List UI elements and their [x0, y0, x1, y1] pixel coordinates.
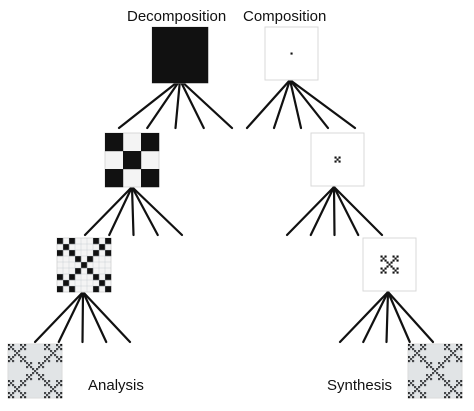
composition-fan-1-line-3: [288, 78, 303, 130]
synthesis-fan-line-3: [385, 290, 390, 344]
decomposition-fan-1-line-4: [178, 78, 205, 130]
composition-level-1-image: [310, 132, 365, 187]
composition-fan-2-line-4: [332, 185, 360, 237]
synthesis-label: Synthesis: [327, 377, 393, 394]
decomposition-fan-1-line-5: [178, 78, 234, 130]
synthesis-fan-line-2: [362, 290, 390, 344]
decomposition-fan-1-line-1: [117, 78, 182, 130]
composition-fan-2-line-5: [332, 185, 384, 237]
decomposition-fan-2-line-3: [130, 185, 135, 237]
decomposition-fan-2-line-1: [83, 185, 134, 237]
composition-title: Composition: [243, 8, 327, 25]
analysis-fan-line-2: [57, 290, 85, 344]
analysis-fan-line-4: [81, 290, 108, 344]
decomposition-fan-1-line-2: [146, 78, 182, 130]
synthesis-level-3-image: [407, 343, 463, 399]
analysis-label: Analysis: [88, 377, 144, 394]
analysis-fan: [33, 290, 132, 344]
decomposition-fan-2: [83, 185, 184, 237]
synthesis-fan-line-1: [338, 290, 390, 344]
synthesis-fan-line-5: [386, 290, 435, 344]
composition-fan-2-line-1: [285, 185, 336, 237]
fractal-images: [7, 26, 463, 399]
analysis-fan-line-1: [33, 290, 85, 344]
tree-branch-lines: [33, 78, 435, 344]
analysis-fan-line-3: [81, 290, 85, 344]
composition-level-2-image: [362, 237, 417, 292]
decomposition-fan-2-line-5: [130, 185, 184, 237]
analysis-level-3-image: [7, 343, 63, 399]
synthesis-fan: [338, 290, 435, 344]
composition-fan-1-line-5: [288, 78, 357, 130]
decomposition-fan-1: [117, 78, 234, 130]
decomposition-fan-2-line-4: [130, 185, 159, 237]
decomposition-level-2-image: [56, 237, 112, 293]
composition-fan-2-line-3: [332, 185, 336, 237]
composition-fan-2: [285, 185, 384, 237]
decomposition-level-1-image: [104, 132, 160, 188]
composition-fan-1-line-2: [272, 78, 292, 130]
analysis-fan-line-5: [81, 290, 132, 344]
decomposition-level-0-image: [151, 26, 209, 84]
synthesis-fan-line-4: [386, 290, 411, 344]
decomposition-fan-1-line-3: [174, 78, 182, 130]
composition-level-0-image: [264, 26, 319, 81]
composition-fan-2-line-2: [309, 185, 336, 237]
composition-fan-1-line-1: [245, 78, 292, 130]
composition-fan-1: [245, 78, 357, 130]
composition-fan-1-line-4: [288, 78, 330, 130]
decomposition-title: Decomposition: [127, 8, 227, 25]
decomposition-fan-2-line-2: [108, 185, 134, 237]
